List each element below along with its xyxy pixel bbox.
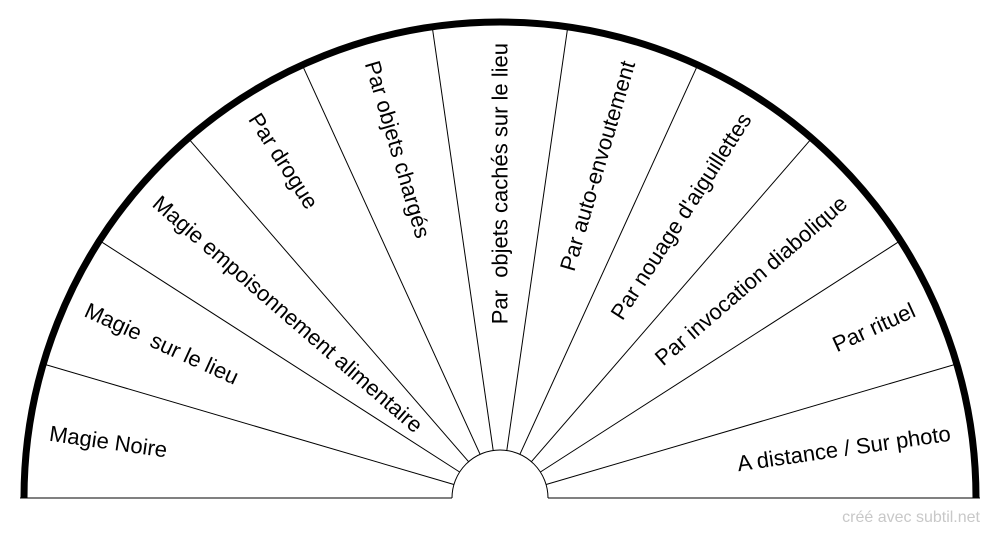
sector-divider	[432, 28, 494, 451]
sector-divider	[506, 28, 568, 451]
sector-label: Par rituel	[829, 298, 919, 357]
sector-divider	[100, 241, 460, 473]
sector-label: Par auto-envoutement	[555, 58, 640, 274]
sector-label: Par drogue	[243, 108, 323, 213]
sector-label: Magie Noire	[48, 421, 169, 463]
inner-hub	[451, 449, 549, 499]
sector-divider	[531, 139, 811, 463]
sector-label: Par objets cachés sur le lieu	[488, 43, 513, 324]
sector-label: A distance / Sur photo	[736, 421, 953, 476]
outer-arc	[20, 18, 980, 499]
sector-divider	[302, 66, 481, 455]
sector-divider	[45, 364, 455, 485]
sector-divider	[545, 364, 955, 485]
sector-dividers	[45, 28, 955, 485]
sector-label: Magie sur le lieu	[81, 298, 243, 390]
sector-label: Par objets chargés	[360, 58, 436, 241]
sector-divider	[540, 241, 900, 473]
sector-divider	[519, 66, 698, 455]
sector-label: Magie empoisonnement alimentaire	[148, 191, 428, 438]
credit-text: créé avec subtil.net	[842, 509, 980, 526]
sector-divider	[189, 139, 469, 463]
